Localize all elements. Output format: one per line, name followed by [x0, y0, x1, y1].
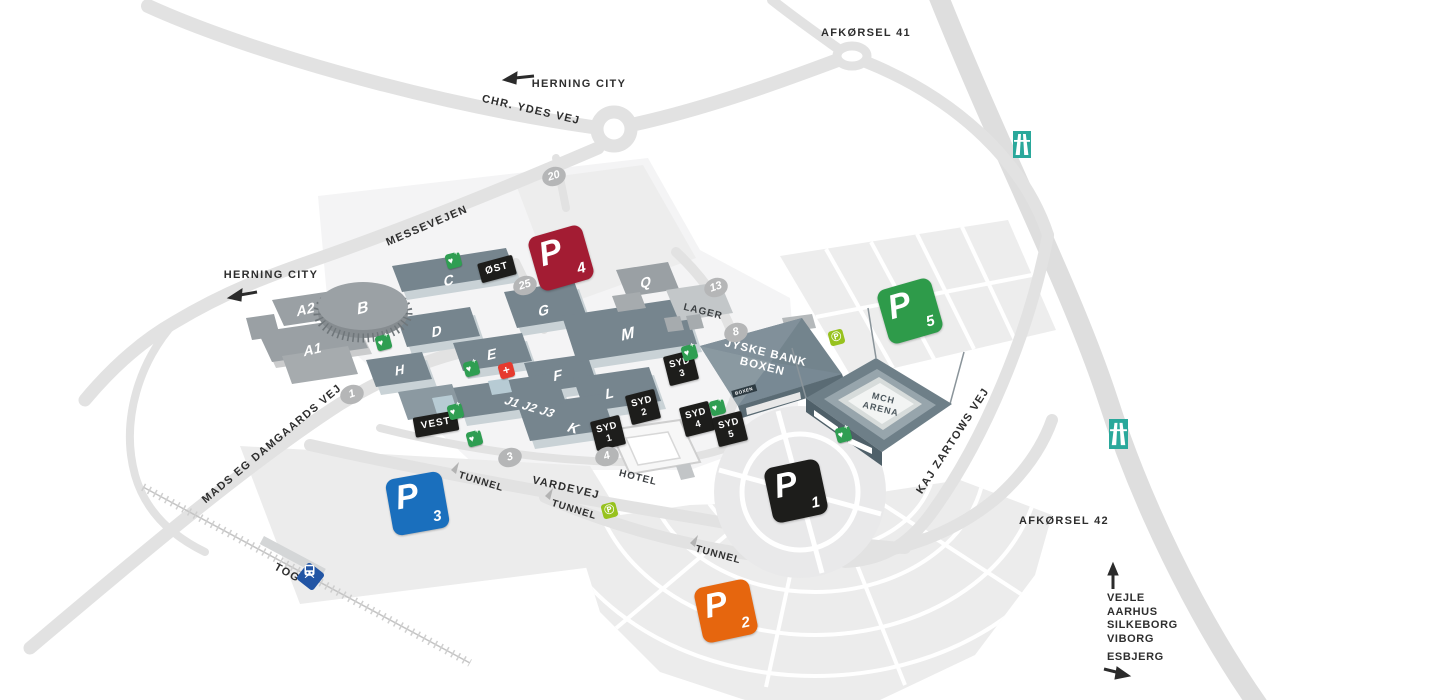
bldg-a1-annex — [282, 346, 358, 384]
hall-q-label: Q — [639, 272, 653, 292]
herning-city-left-arrow-icon — [226, 288, 258, 302]
bldg-lager-annex2 — [686, 314, 704, 330]
dest-aarhus: AARHUS — [1107, 605, 1158, 618]
tunnel-markers — [451, 462, 698, 547]
hall-h-label: H — [394, 360, 406, 380]
hall-j-row — [452, 373, 566, 418]
north-destinations-arrow-icon — [1107, 561, 1119, 589]
dest-esbjerg: ESBJERG — [1107, 651, 1164, 663]
dest-viborg: VIBORG — [1107, 632, 1154, 645]
hall-b-label: B — [356, 298, 370, 319]
bldg-b-cylinder — [313, 282, 413, 343]
herning-city-left-label: HERNING CITY — [223, 269, 319, 281]
bldg-q-annex — [612, 292, 646, 312]
hall-c — [392, 248, 516, 292]
direction-arrows — [226, 71, 1132, 680]
hall-e-label: E — [486, 344, 498, 364]
motorway-icon — [1013, 131, 1031, 158]
p3-sign: P 3 — [384, 470, 451, 537]
arena-building — [791, 307, 965, 466]
p2-sign: P 2 — [692, 577, 760, 645]
exhibition-halls — [366, 248, 697, 441]
gray-buildings — [246, 262, 816, 384]
hall-m-label: M — [620, 323, 636, 346]
hall-f-label: F — [553, 365, 563, 385]
hall-m — [562, 298, 697, 362]
esbjerg-arrow-icon — [1103, 666, 1132, 680]
hotel-building — [608, 418, 702, 480]
glass-roof-2 — [488, 378, 512, 395]
bldg-q — [616, 262, 679, 297]
herning-city-top-arrow-icon — [501, 71, 535, 85]
herning-city-top-label: HERNING CITY — [531, 78, 627, 90]
afkorsel-41-label: AFKØRSEL 41 — [821, 27, 911, 39]
dest-silkeborg: SILKEBORG — [1107, 619, 1178, 631]
hall-c-label: C — [443, 270, 455, 290]
motorway-icon — [1109, 419, 1128, 449]
p1-sign: P 1 — [762, 457, 830, 525]
hall-d-label: D — [431, 321, 443, 341]
hall-g-label: G — [537, 300, 551, 320]
north-destinations: VEJLE AARHUS SILKEBORG VIBORG — [1107, 592, 1178, 646]
hall-l-label: L — [605, 383, 615, 403]
train-icon — [295, 561, 326, 592]
afkorsel-42-label: AFKØRSEL 42 — [1019, 515, 1109, 527]
bldg-lager-annex1 — [664, 316, 684, 332]
dest-vejle: VEJLE — [1107, 592, 1145, 604]
hall-h — [366, 352, 432, 387]
hall-d — [397, 307, 480, 347]
